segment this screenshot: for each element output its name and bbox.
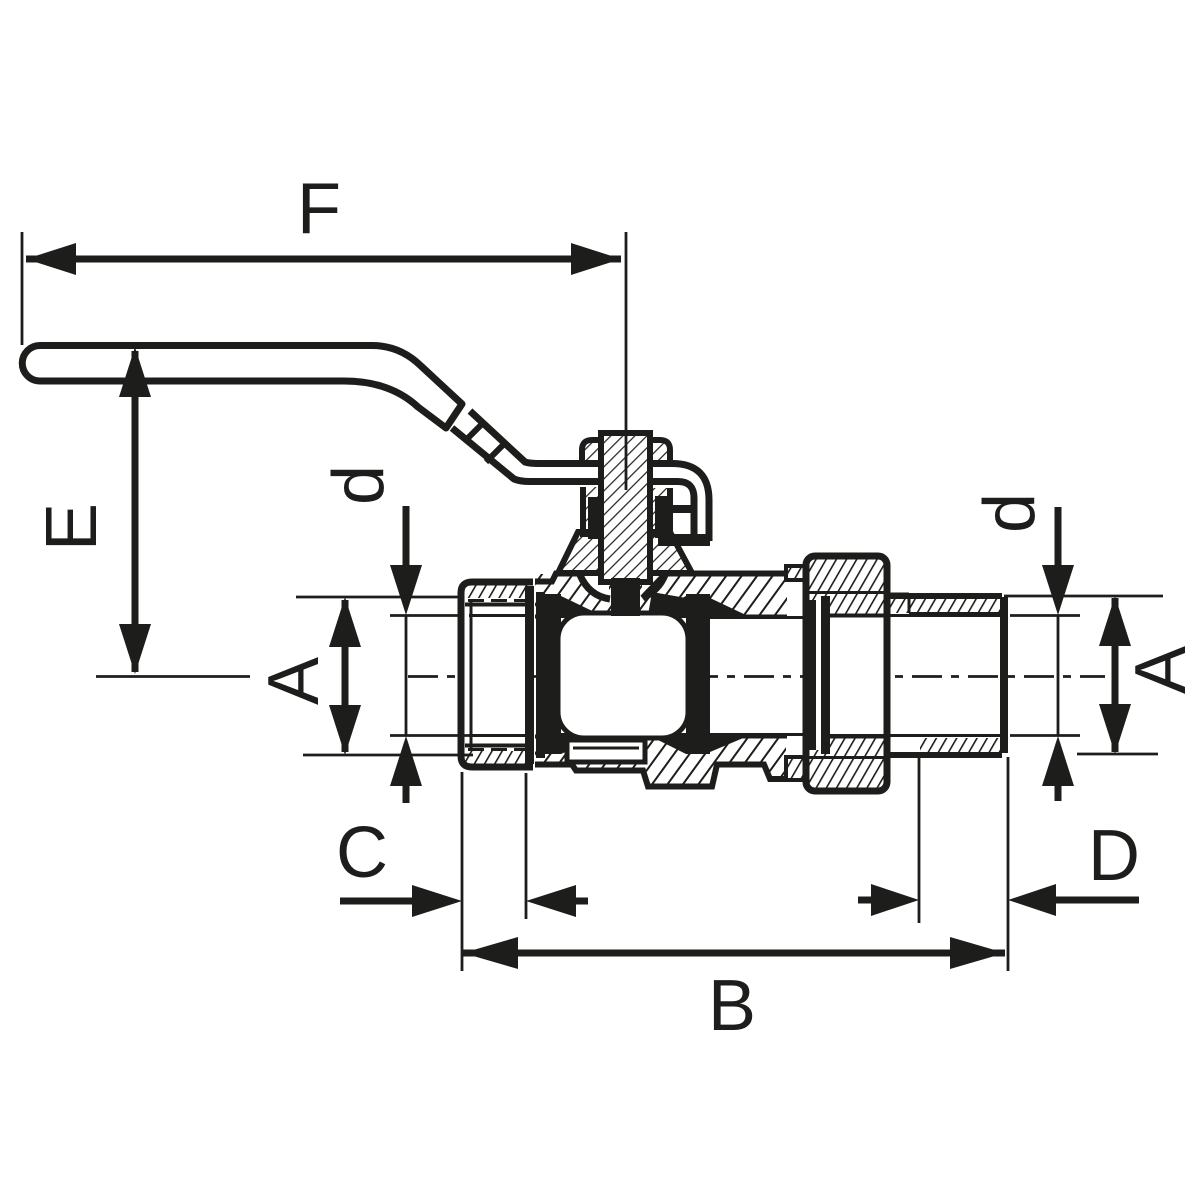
svg-text:D: D [1088,816,1140,896]
svg-text:A: A [254,657,334,705]
svg-text:B: B [708,966,756,1046]
svg-text:C: C [336,813,388,893]
svg-text:A: A [1121,646,1200,694]
svg-text:d: d [319,465,399,505]
svg-text:F: F [297,169,341,249]
svg-text:d: d [970,493,1050,533]
svg-text:E: E [32,503,112,551]
